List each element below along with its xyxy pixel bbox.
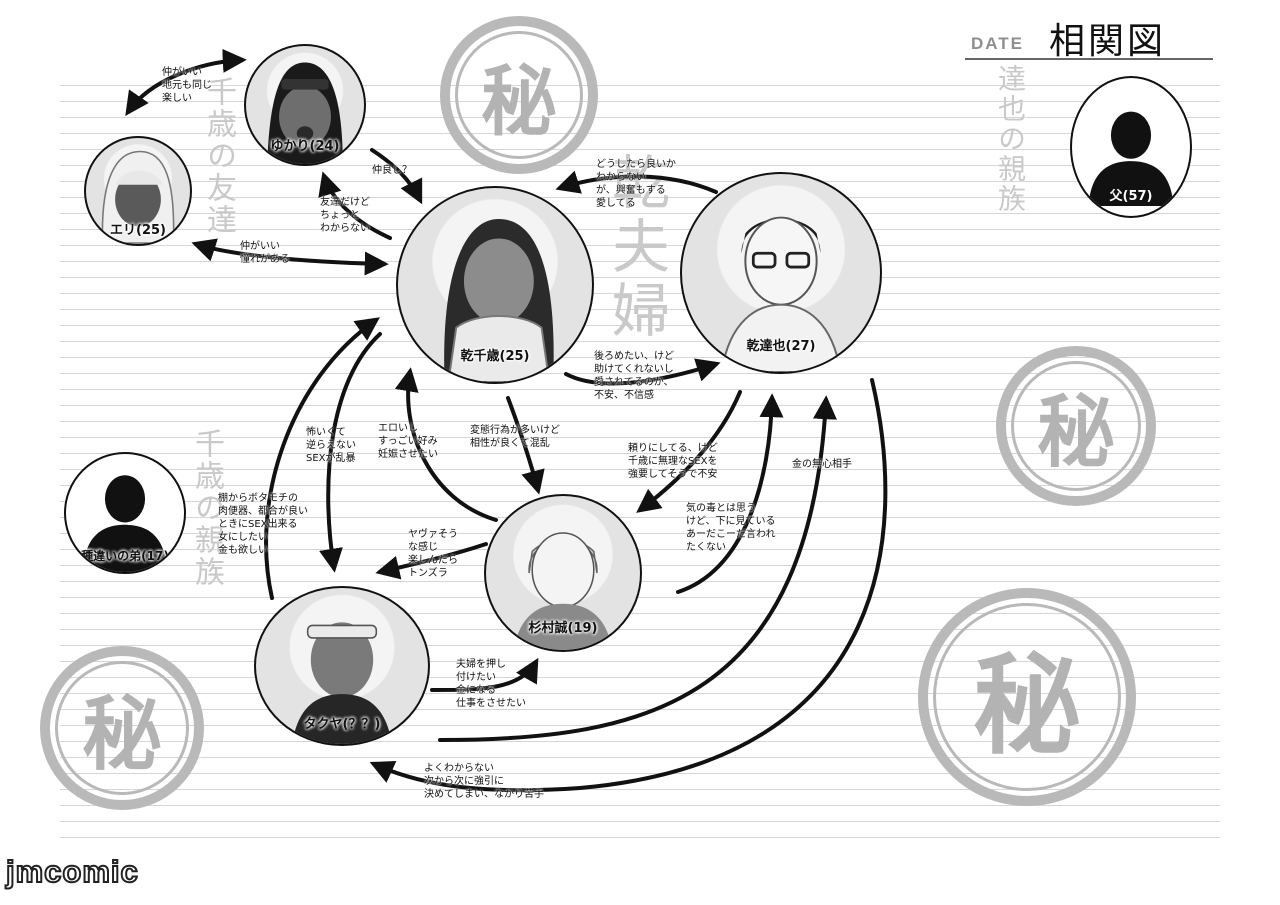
secret-stamp-bottom-left: 秘: [40, 646, 204, 810]
arrow-takuya-chitose: [264, 317, 380, 600]
chart-title: 相関図: [1049, 21, 1167, 62]
note-chitose-yukari: 友達だけど ちょっと わからない: [320, 197, 370, 234]
arrow-yukari-eri: [125, 48, 247, 116]
node-brother[interactable]: 種違いの弟(17): [64, 452, 186, 574]
label-chitose-relatives: 千歳の親族: [189, 428, 224, 588]
arrow-chitose-takuya: [319, 332, 382, 573]
chitose-name: 乾千歳(25): [460, 349, 530, 364]
arrow-tatsuya-makoto: [636, 390, 742, 513]
makoto-portrait-icon: [513, 532, 613, 650]
makoto-name: 杉村誠(19): [528, 621, 598, 636]
yukari-name: ゆかり(24): [270, 139, 340, 154]
note-tatsuya-chitose: どうしたら良いか わからない が、興奮もする 愛してる: [596, 159, 676, 209]
eri-portrait-icon: [101, 150, 175, 244]
jmcomic-watermark: jmcomic: [5, 853, 139, 890]
note-makoto-tatsuya: 気の毒とは思う けど、下に見ている あーだこーだ言われ たくない: [686, 503, 776, 553]
page-header: DATE 相関図: [965, 6, 1215, 62]
father-silhouette-icon: [1088, 111, 1174, 206]
brother-silhouette-icon: [82, 475, 168, 572]
note-takuya-makoto: 夫婦を押し 付けたい 金になる 仕事をさせたい: [456, 659, 526, 709]
yukari-portrait-icon: [267, 62, 343, 164]
secret-stamp-right: 秘: [996, 346, 1156, 506]
tatsuya-portrait-icon: [720, 216, 842, 372]
note-chitose-tatsuya: 後ろめたい、けど 助けてくれないし 愛されてるのか、 不安、不信感: [594, 351, 674, 401]
node-eri[interactable]: エリ(25): [84, 136, 192, 246]
note-eri-chitose: 仲がいい 憧れがある: [240, 241, 290, 265]
node-yukari[interactable]: ゆかり(24): [244, 44, 366, 166]
arrow-tatsuya-chitose: [555, 170, 718, 194]
tatsuya-name: 乾達也(27): [746, 339, 816, 354]
header-underline: [965, 58, 1213, 60]
arrow-takuya-tatsuya: [438, 395, 837, 742]
arrow-makoto-takuya: [375, 542, 488, 580]
arrow-takuya-makoto: [430, 657, 539, 692]
note-tatsuya-makoto: 頼りにしてる、けど 千歳に無理なSEXを 強要してそうで不安: [628, 443, 718, 480]
note-takuya-tatsuya: 金の無心相手: [792, 459, 852, 470]
note-tatsuya-takuya: よくわからない 次から次に強引に 決めてしまい、なかり苦手: [424, 763, 544, 800]
arrow-yukari-chitose: [370, 148, 423, 205]
father-name: 父(57): [1109, 189, 1153, 204]
brother-name: 種違いの弟(17): [81, 549, 169, 563]
arrow-makoto-chitose: [394, 367, 498, 522]
takuya-portrait-icon: [292, 622, 392, 744]
note-yukari-eri: 仲がいい 地元も同じ 楽しい: [162, 67, 212, 104]
node-takuya[interactable]: タクヤ(？？): [254, 586, 430, 746]
note-chitose-makoto: 変態行為が多いけど 相性が良くて混乱: [470, 425, 560, 449]
node-father[interactable]: 父(57): [1070, 76, 1192, 218]
date-label: DATE: [971, 34, 1025, 53]
node-chitose[interactable]: 乾千歳(25): [396, 186, 594, 384]
secret-stamp-bottom-right: 秘: [918, 588, 1136, 806]
node-tatsuya[interactable]: 乾達也(27): [680, 172, 882, 374]
label-tatsuya-relatives: 達也の親族: [994, 64, 1027, 214]
arrow-chitose-yukari: [318, 171, 392, 240]
chitose-portrait-icon: [444, 219, 554, 382]
arrow-tatsuya-takuya: [369, 378, 888, 793]
eri-name: エリ(25): [110, 223, 166, 238]
label-married-couple: 乾夫婦: [602, 152, 670, 344]
arrow-eri-chitose: [191, 238, 389, 276]
note-takuya-goal: 棚からボタモチの 肉便器、都合が良い ときにSEX出来る 女にしたい 金も欲しい: [218, 493, 308, 556]
note-takuya-chitose: 怖いくて 逆らえない SEXが乱暴: [306, 427, 356, 464]
takuya-name: タクヤ(？？): [303, 717, 381, 732]
note-yukari-chitose: 仲良し？: [372, 165, 412, 176]
secret-stamp-top: 秘: [440, 16, 598, 174]
note-makoto-chitose: エロいし すっごい好み 妊娠させたい: [378, 423, 438, 460]
node-makoto[interactable]: 杉村誠(19): [484, 494, 642, 652]
arrow-chitose-makoto: [506, 396, 545, 495]
arrow-chitose-tatsuya: [564, 358, 721, 386]
note-makoto-takuya: ヤヴァそう な感じ 楽しんだら トンズラ: [408, 529, 458, 579]
arrow-makoto-tatsuya: [676, 393, 784, 594]
